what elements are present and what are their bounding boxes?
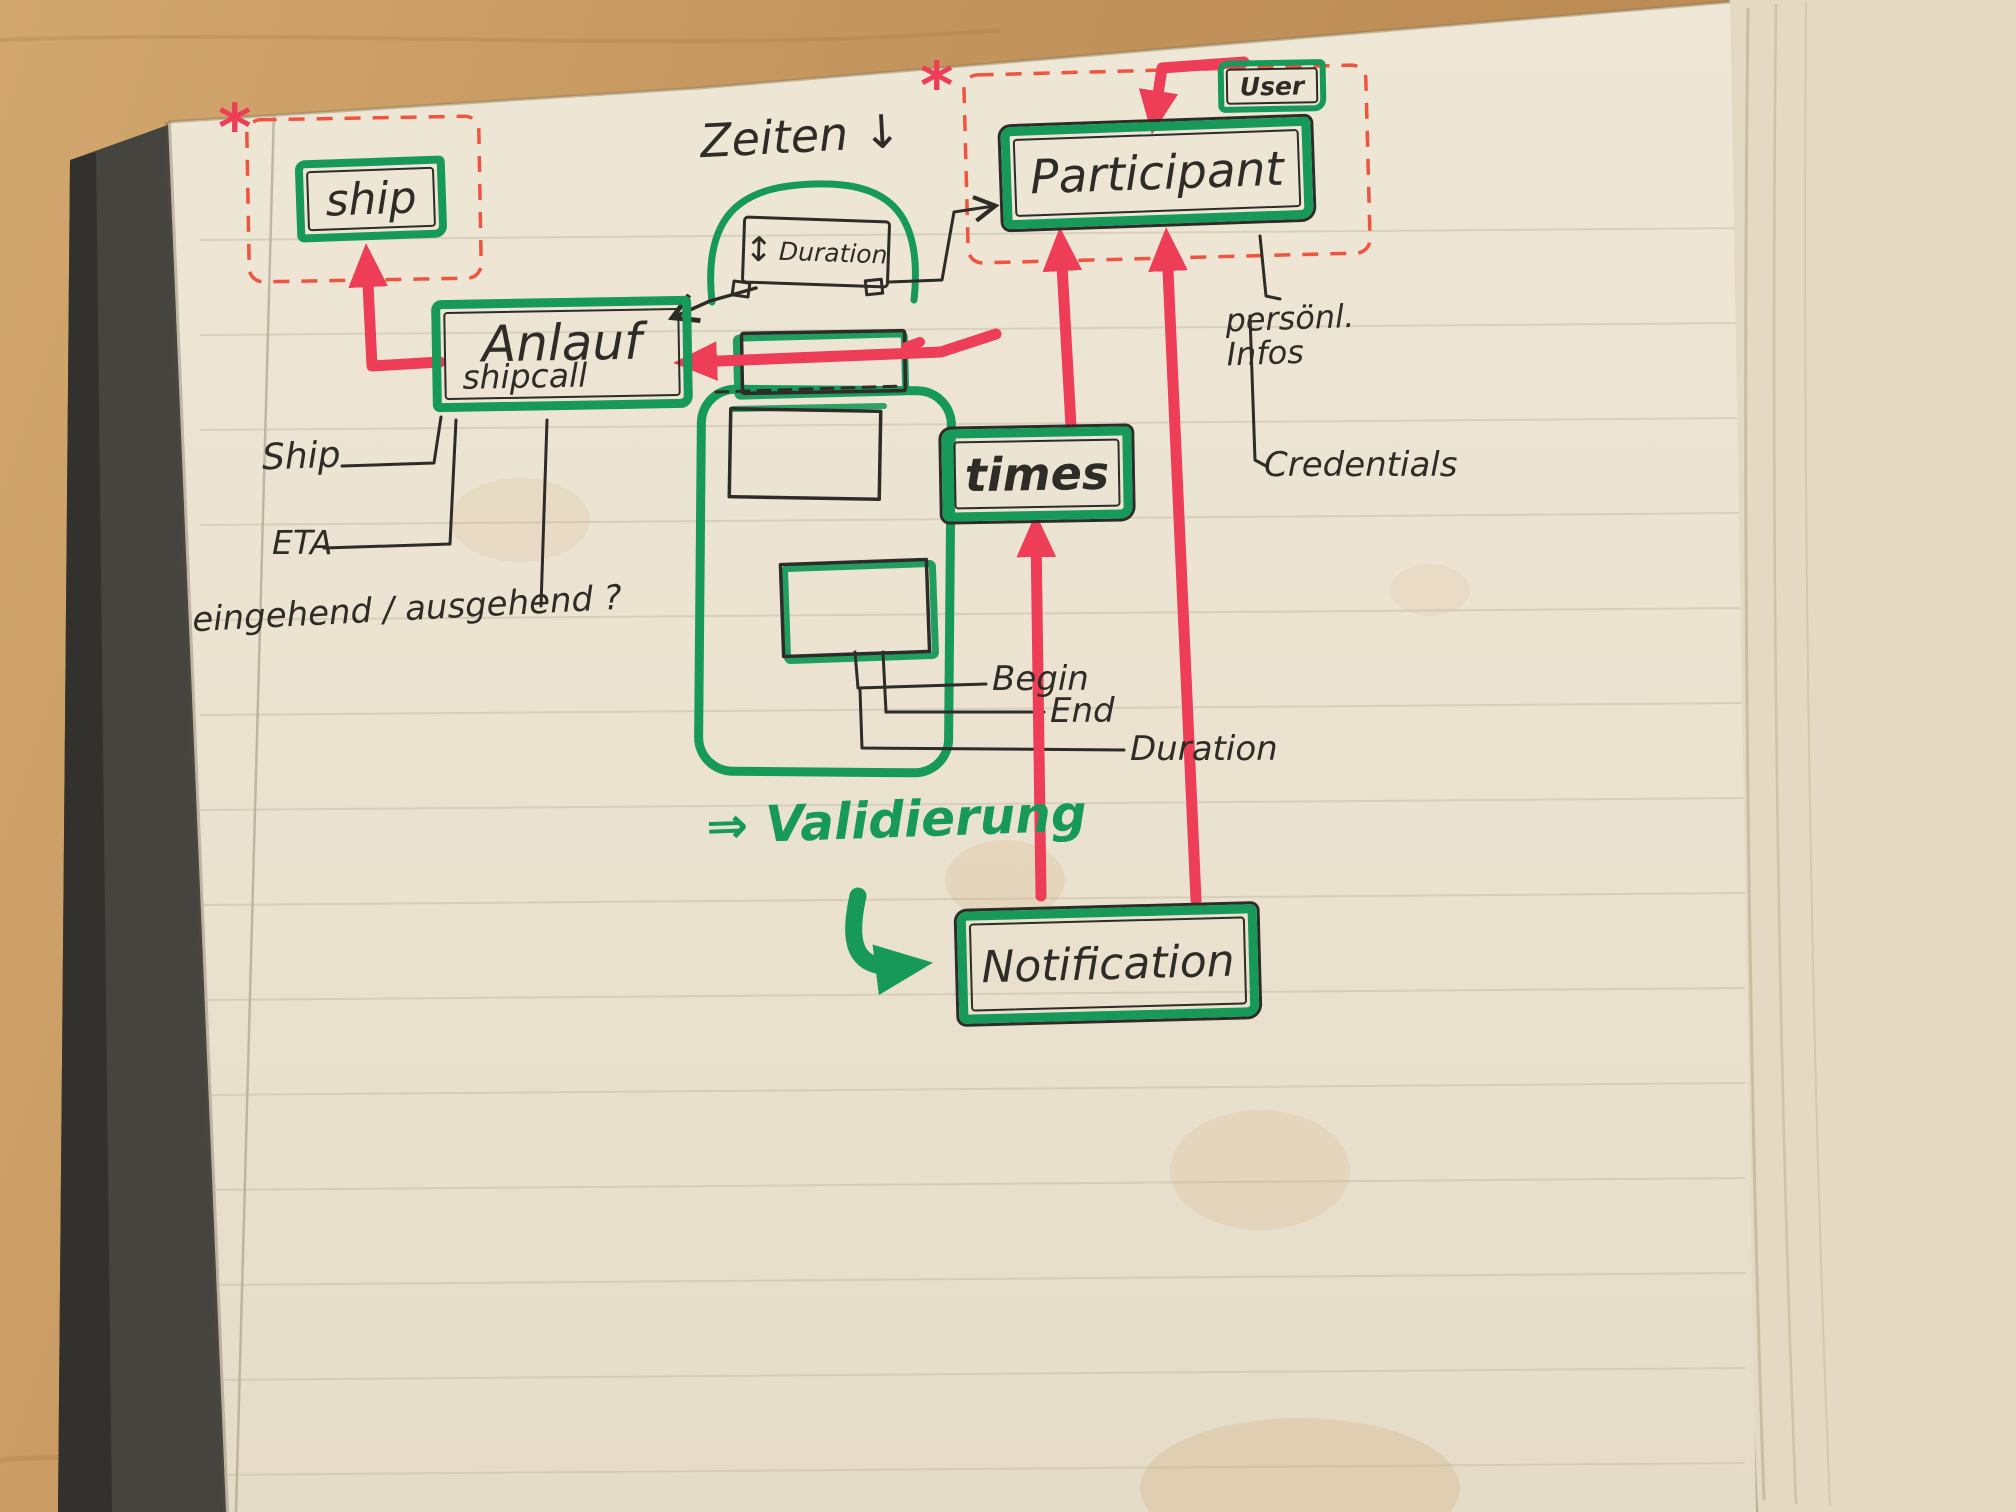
line-ship-attr [340,415,443,468]
arrow-duration-to-anlauf-icon [674,286,758,317]
times-label: times [964,445,1110,503]
notification-box: Notification [956,904,1260,1024]
line-participant-credentials [1248,314,1268,468]
user-box: User [1217,59,1327,113]
arrow-notification-to-participant-icon [1148,227,1202,906]
duration-attribute-label: Duration [1130,729,1278,769]
arrow-user-to-participant-icon [1138,56,1250,135]
arrow-anlauf-to-ship-icon [348,243,446,372]
notification-label: Notification [980,935,1236,993]
shipcall-label: shipcall [462,355,588,397]
ship-box: ship [294,155,448,243]
asterisk-left: * [218,92,252,166]
ship-label: ship [324,171,418,227]
duration-foot-right [863,277,885,297]
green-shapes [694,180,956,996]
line-begin [853,650,988,690]
participant-label: Participant [1029,141,1285,205]
credentials-label: Credentials [1264,445,1458,485]
notification-curve-arrow-icon [845,887,933,996]
zeiten-note: Zeiten ↓ [698,103,903,169]
user-label: User [1239,70,1305,102]
validierung-note: ⇒ Validierung [705,784,1088,856]
inner-box-b [727,406,883,502]
begin-label: Begin [992,659,1089,699]
arrow-to-anlauf-icon [673,328,1002,381]
end-label: End [1050,691,1115,731]
red-arrows [348,56,1250,906]
line-eta [322,418,458,550]
line-participant-personalinfos [1258,234,1282,301]
ship-attribute-label: Ship [261,434,342,479]
duration-label: Duration [778,236,889,269]
ruled-lines [199,227,1746,1476]
notebook-page [168,2,1756,1512]
line-inout [539,418,549,608]
anlauf-box: Anlauf shipcall [431,295,693,413]
asterisk-right: * [920,50,954,124]
dashed-underline [714,384,905,394]
arrow-notification-to-times-icon [1016,513,1057,902]
personal-infos-label: persönl. Infos [1224,296,1355,374]
validation-container [694,384,956,778]
times-box: times [941,426,1133,522]
arrow-duration-to-participant-icon [886,206,994,284]
inner-box-c-green [781,560,939,664]
red-dash [901,337,925,352]
page-stack [1725,0,2016,1512]
updown-arrow-icon: ↕ [743,229,774,271]
participant-box: Participant [1000,116,1314,230]
eta-label: ETA [272,523,333,562]
stain [450,478,1470,1512]
zeiten-brace [707,180,919,306]
duration-box: ↕ Duration [740,215,892,289]
arrow-times-to-participant-icon [1042,227,1083,432]
black-lines [322,206,1282,752]
margin-line [234,109,276,1512]
line-end [881,650,1046,714]
